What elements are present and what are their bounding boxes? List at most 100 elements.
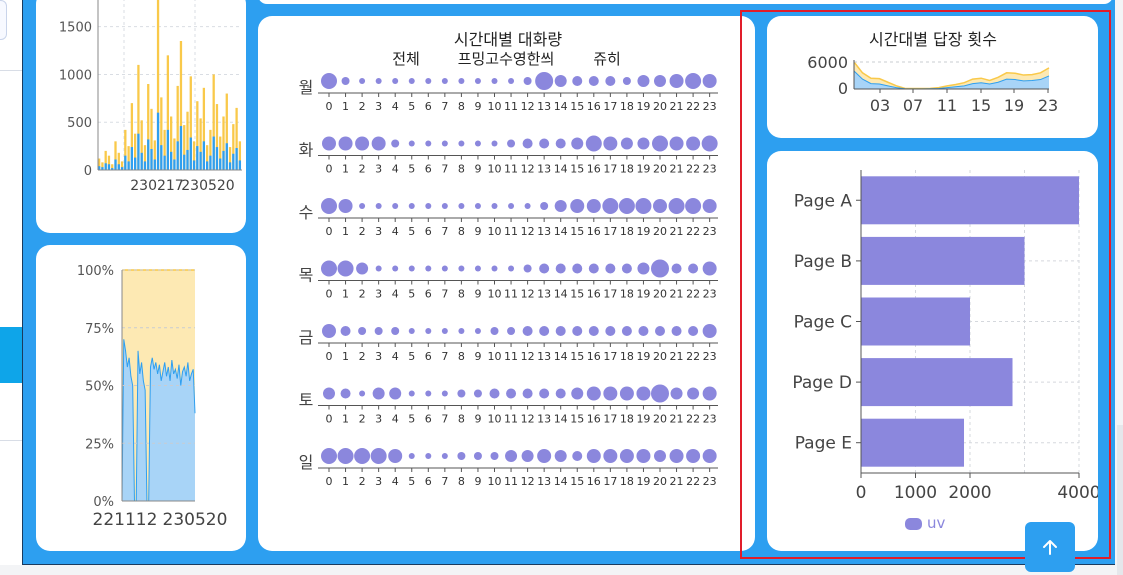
bubble	[441, 328, 448, 334]
hour-tick-label: 16	[587, 288, 601, 301]
chart-title: 시간대별 답장 횟수	[869, 30, 997, 49]
y-tick-label: 1500	[59, 21, 92, 36]
hour-tick-label: 2	[359, 413, 366, 426]
legend-item-all[interactable]: 전체	[392, 50, 420, 68]
bubble	[554, 200, 567, 212]
bubble	[523, 264, 532, 273]
bubble	[702, 449, 717, 463]
bubble	[702, 199, 717, 213]
bubble	[686, 449, 701, 463]
hour-tick-label: 19	[636, 100, 650, 113]
hour-tick-label: 2	[359, 163, 366, 176]
area-blue	[122, 339, 195, 501]
bar-yellow	[140, 120, 143, 170]
bar-blue	[163, 155, 166, 170]
hour-tick-label: 4	[392, 475, 399, 488]
bubble	[554, 450, 567, 462]
hour-tick-label: 6	[425, 413, 432, 426]
bubble	[425, 265, 432, 272]
hour-tick-label: 8	[458, 288, 465, 301]
bubble	[341, 77, 350, 85]
bubble	[458, 78, 465, 84]
chart-title: 시간대별 대화량	[454, 30, 562, 49]
bubble	[508, 78, 515, 84]
hour-tick-label: 10	[488, 163, 502, 176]
bubble	[571, 137, 584, 150]
hour-tick-label: 11	[504, 100, 518, 113]
x-tick-label: 2000	[948, 483, 991, 503]
hour-tick-label: 11	[504, 413, 518, 426]
hour-tick-label: 16	[587, 163, 601, 176]
bubble	[521, 450, 534, 462]
bubble	[539, 326, 550, 336]
bubble	[668, 198, 685, 214]
bar-yellow	[183, 125, 186, 170]
bubble	[621, 326, 632, 336]
hour-tick-label: 3	[375, 413, 382, 426]
bar-blue	[219, 158, 222, 170]
bubble	[321, 448, 337, 464]
bubble	[685, 198, 702, 214]
y-tick-label: 0%	[93, 495, 114, 510]
bubble	[539, 388, 550, 399]
bubble	[340, 388, 351, 399]
scroll-to-top-button[interactable]	[1025, 522, 1075, 572]
hour-tick-label: 20	[653, 225, 667, 238]
hour-tick-label: 18	[620, 163, 634, 176]
bar-blue	[117, 164, 120, 170]
bubble	[651, 384, 669, 403]
bubble	[685, 73, 702, 89]
hour-tick-label: 8	[458, 100, 465, 113]
legend-item-user2[interactable]: 쥬히	[593, 50, 621, 68]
y-tick-label: 100%	[77, 264, 114, 279]
bar-yellow	[228, 147, 232, 170]
hour-tick-label: 5	[408, 475, 415, 488]
hour-tick-label: 1	[342, 100, 349, 113]
hour-tick-label: 3	[375, 163, 382, 176]
hour-tick-label: 4	[392, 350, 399, 363]
hour-tick-label: 21	[670, 288, 684, 301]
bubble	[555, 388, 566, 399]
hour-tick-label: 7	[441, 225, 448, 238]
hour-tick-label: 5	[408, 163, 415, 176]
scrollbar-track[interactable]	[1117, 425, 1123, 575]
bubble	[441, 453, 448, 459]
hour-tick-label: 18	[620, 413, 634, 426]
y-tick-label: 500	[67, 116, 92, 131]
bubble	[636, 449, 651, 463]
bubble	[621, 263, 632, 274]
bar-blue	[120, 167, 124, 170]
legend-item-user1[interactable]: 프밍고수영한씌	[458, 50, 555, 68]
hour-tick-label: 11	[504, 225, 518, 238]
hour-tick-label: 11	[504, 475, 518, 488]
bubble	[603, 136, 618, 151]
bubble	[321, 73, 337, 89]
bubble	[687, 387, 700, 400]
hour-tick-label: 14	[554, 100, 568, 113]
bubble	[651, 259, 669, 278]
collapsed-tab[interactable]	[0, 0, 7, 40]
bar-blue	[153, 159, 156, 170]
category-label: Page C	[794, 313, 852, 333]
hour-tick-label: 19	[636, 163, 650, 176]
legend-label-uv[interactable]: uv	[927, 514, 946, 532]
hour-tick-label: 22	[686, 163, 700, 176]
hour-tick-label: 10	[488, 350, 502, 363]
bubble	[425, 390, 432, 397]
area-blue	[854, 71, 1049, 89]
left-edge-panel	[0, 0, 22, 565]
bar-yellow	[130, 103, 134, 170]
hour-tick-label: 1	[342, 288, 349, 301]
x-tick-label: 230520	[181, 178, 234, 194]
bar-blue	[166, 129, 170, 170]
hour-tick-label: 13	[537, 100, 551, 113]
hour-tick-label: 9	[474, 475, 481, 488]
bubble	[588, 263, 599, 274]
hour-tick-label: 16	[587, 413, 601, 426]
bubble	[322, 324, 336, 338]
bubble	[638, 326, 649, 336]
hour-tick-label: 12	[521, 350, 535, 363]
y-tick-label: 25%	[85, 437, 114, 452]
hour-tick-label: 19	[636, 413, 650, 426]
active-nav-marker[interactable]	[0, 327, 22, 383]
